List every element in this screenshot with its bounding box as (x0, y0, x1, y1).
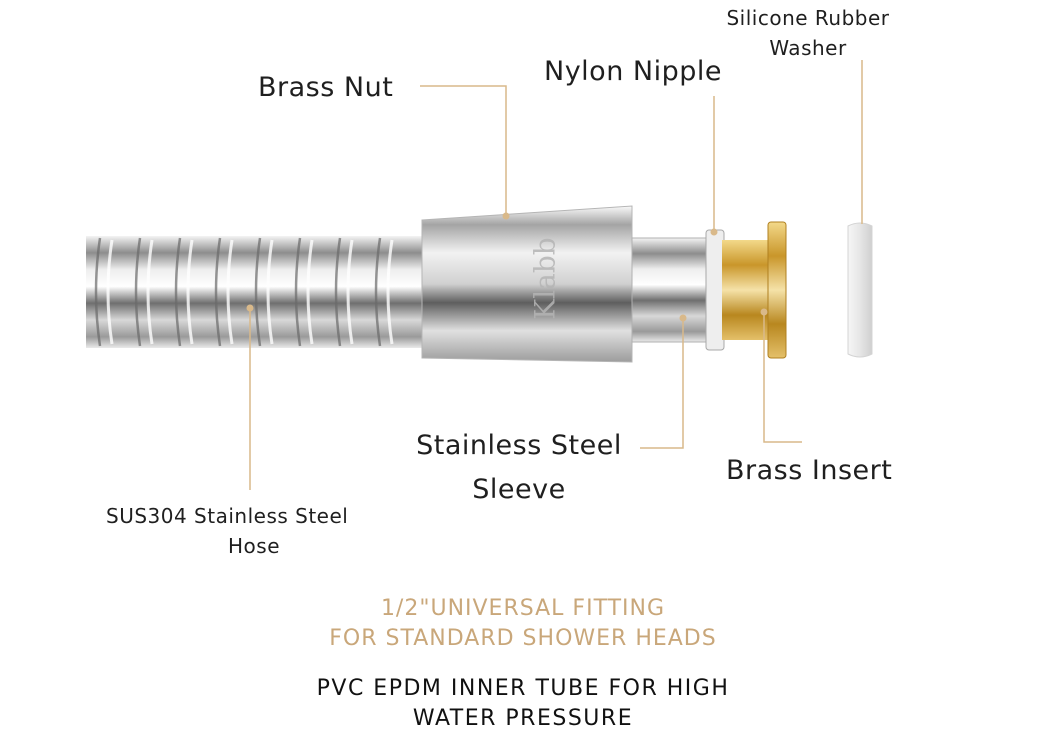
stainless-steel-sleeve (631, 237, 709, 343)
nylon-nipple (705, 229, 725, 351)
label-brass-nut: Brass Nut (258, 72, 394, 103)
leader-brass-insert (763, 312, 802, 443)
label-hose-line1: SUS304 Stainless Steel (106, 504, 349, 528)
brass-insert (722, 221, 787, 359)
leader-dots (246, 212, 768, 322)
label-nylon-nipple: Nylon Nipple (544, 56, 722, 87)
leader-brass-nut (420, 85, 507, 216)
label-sleeve-line2: Sleeve (472, 474, 566, 505)
leader-lines (249, 60, 863, 490)
label-hose-line2: Hose (228, 534, 280, 558)
tube-note-line2: WATER PRESSURE (412, 706, 634, 731)
fitting-note-line1: 1/2"UNIVERSAL FITTING (380, 596, 666, 621)
label-brass-insert: Brass Insert (726, 455, 893, 486)
label-sleeve-line1: Stainless Steel (416, 430, 622, 461)
leader-sleeve (640, 318, 684, 449)
stainless-steel-hose (86, 236, 426, 348)
fitting-note-line2: FOR STANDARD SHOWER HEADS (329, 626, 717, 651)
label-washer-line1: Silicone Rubber (726, 6, 890, 30)
brass-nut (421, 205, 633, 363)
brand-logo: Klabb (528, 237, 562, 320)
label-washer-line2: Washer (769, 36, 847, 60)
silicone-rubber-washer (847, 222, 873, 358)
tube-note-line1: PVC EPDM INNER TUBE FOR HIGH (316, 676, 730, 701)
